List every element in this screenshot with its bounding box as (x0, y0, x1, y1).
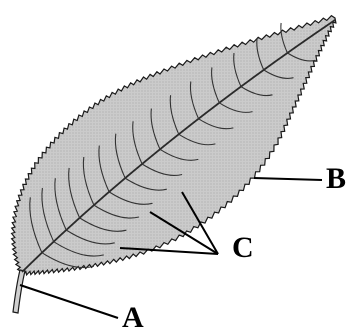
pointer-a (20, 285, 118, 318)
petiole (13, 270, 25, 313)
label-c: C (232, 233, 254, 263)
label-b: B (326, 164, 346, 194)
label-a: A (122, 303, 144, 331)
pointer-b (254, 178, 322, 180)
